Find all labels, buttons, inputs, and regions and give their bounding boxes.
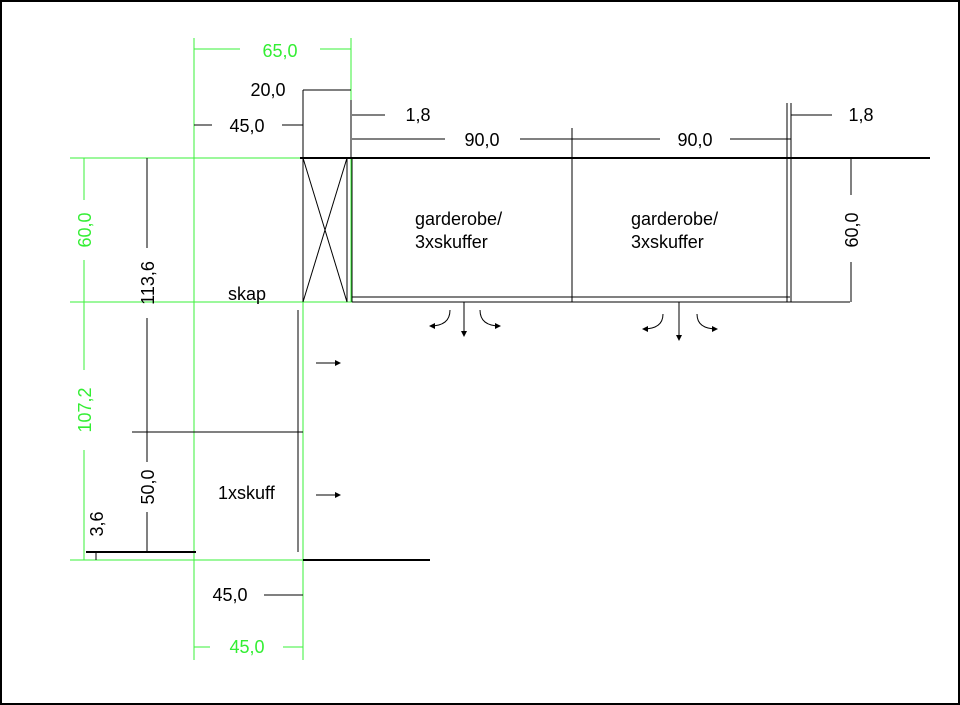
label-skap: skap [228,284,266,304]
dim-width-45-bottom: 45,0 [212,585,247,605]
dim-depth-20: 20,0 [250,80,285,100]
dim-height-50: 50,0 [138,469,158,504]
dim-width-90-b: 90,0 [677,130,712,150]
label-garderobe-2-line2: 3xskuffer [631,232,704,252]
dim-panel-1-8-left: 1,8 [405,105,430,125]
label-1xskuff: 1xskuff [218,483,276,503]
cabinet-geometry [86,89,930,596]
dim-green-45-bottom: 45,0 [229,637,264,657]
dim-depth-60-left-green: 60,0 [75,212,95,247]
dim-panel-1-8-right: 1,8 [848,105,873,125]
dim-green-107-2: 107,2 [75,387,95,432]
dim-top-green-65: 65,0 [262,41,297,61]
dim-depth-60-right: 60,0 [842,212,862,247]
label-garderobe-1-line1: garderobe/ [415,209,502,229]
green-dimension-lines [70,38,352,660]
label-garderobe-1-line2: 3xskuffer [415,232,488,252]
dim-width-45-top: 45,0 [229,116,264,136]
dim-height-113-6: 113,6 [138,261,158,305]
dim-height-3-6: 3,6 [87,511,107,536]
label-garderobe-2-line1: garderobe/ [631,209,718,229]
dim-width-90-a: 90,0 [464,130,499,150]
